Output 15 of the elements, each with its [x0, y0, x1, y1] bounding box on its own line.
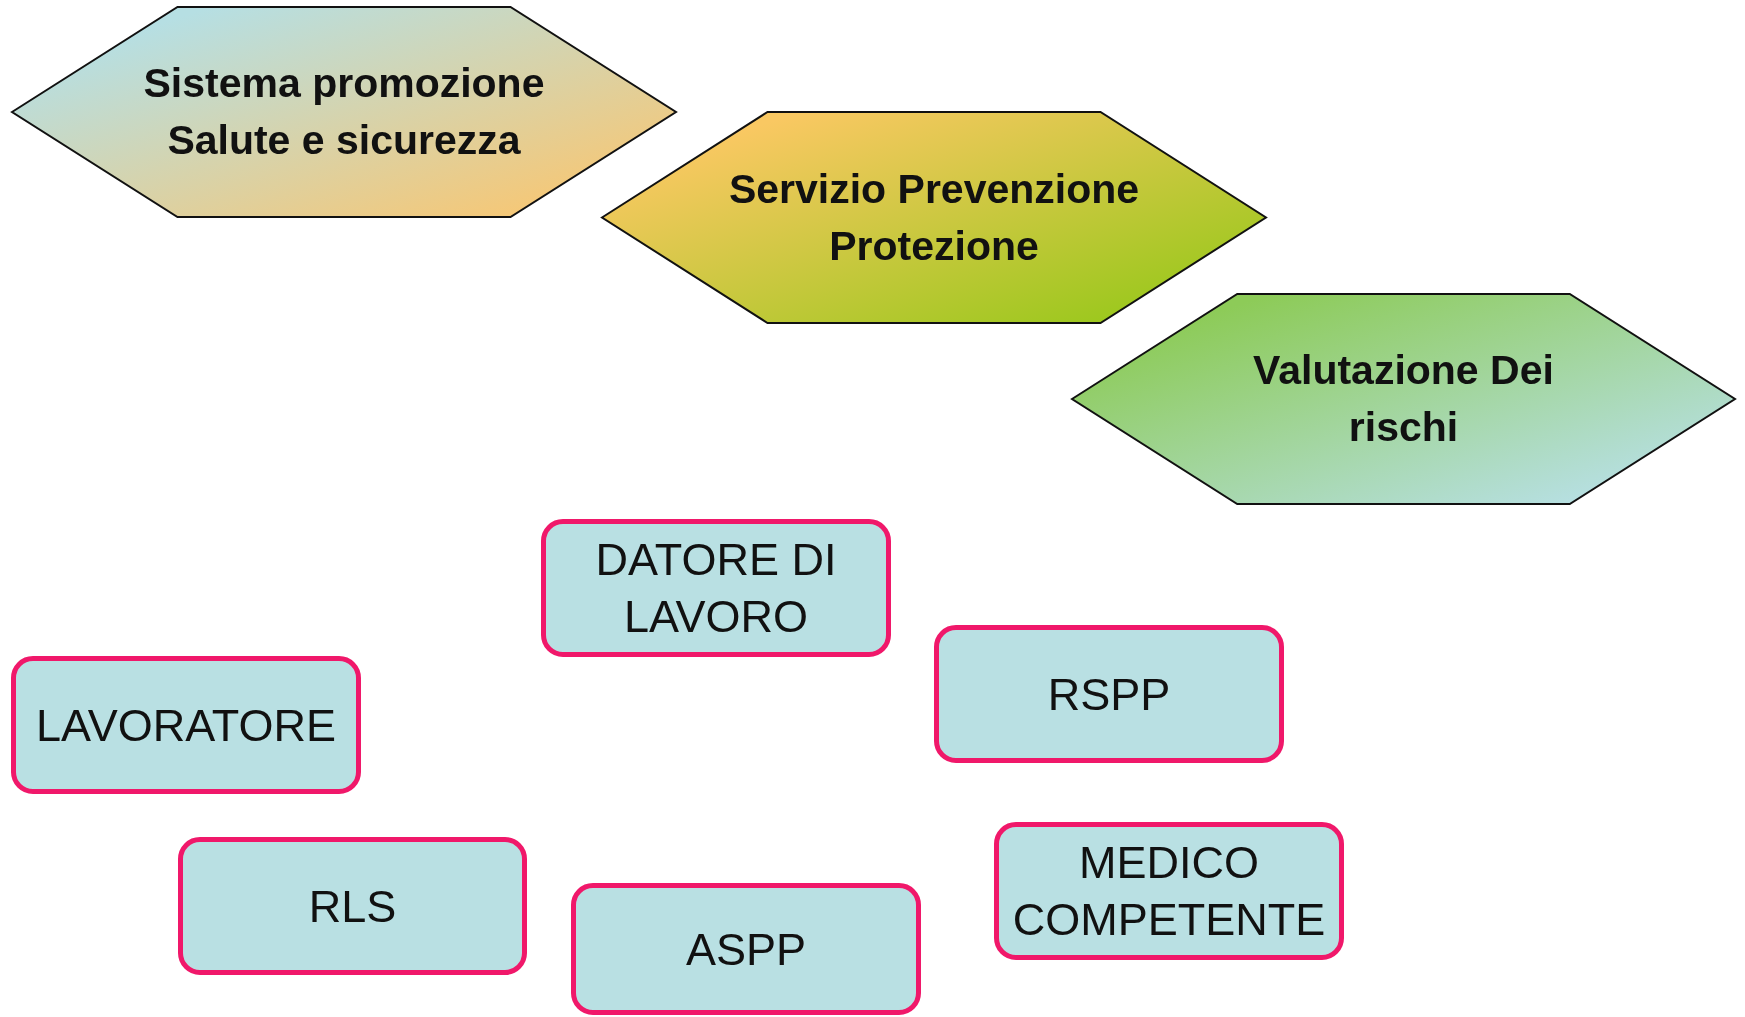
- hexagon-label: Sistema promozione Salute e sicurezza: [142, 59, 546, 165]
- role-label: LAVORATORE: [34, 698, 338, 753]
- role-label: ASPP: [684, 922, 808, 977]
- role-box: [994, 822, 1344, 960]
- role-box: [178, 837, 527, 975]
- role-label: DATORE DI LAVORO: [594, 533, 838, 644]
- role-label: MEDICO COMPETENTE: [1011, 836, 1327, 947]
- role-label: RLS: [307, 879, 398, 934]
- hexagon-label: Valutazione Dei rischi: [1252, 346, 1555, 452]
- role-box: [11, 656, 361, 794]
- role-box: [541, 519, 891, 657]
- role-box: [571, 883, 921, 1015]
- role-label: RSPP: [1046, 667, 1172, 722]
- role-box: [934, 625, 1284, 763]
- hexagon-label: Servizio Prevenzione Protezione: [727, 164, 1141, 271]
